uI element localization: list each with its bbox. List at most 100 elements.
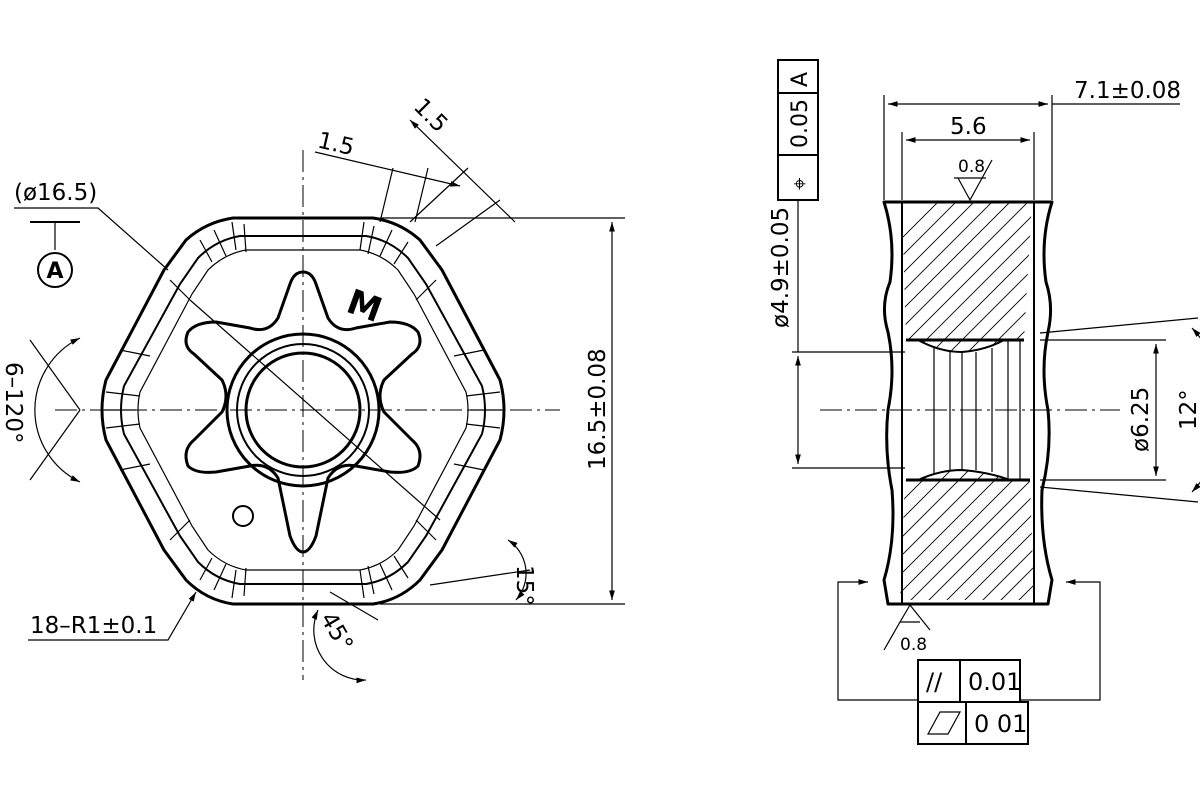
angle-label-120: 6–120° xyxy=(0,362,26,444)
hatch-bottom xyxy=(900,465,1200,605)
parallelism-value: 0.01 xyxy=(968,668,1021,696)
hatch-line xyxy=(923,202,1032,352)
hatch-top xyxy=(902,200,1200,360)
hatch-line xyxy=(977,202,1032,352)
angle-45-ext xyxy=(329,591,379,621)
dim-line-1-5-a xyxy=(314,151,461,187)
flatness-value: 0 01 xyxy=(974,710,1027,738)
diameter-label: (ø16.5) xyxy=(14,180,97,206)
hatch-line xyxy=(905,202,1032,352)
hatch-line xyxy=(900,470,1011,600)
hatch-line xyxy=(923,470,1034,600)
angle-ext-a xyxy=(29,339,81,411)
thickness-total-label: 7.1±0.08 xyxy=(1074,78,1181,104)
hatch-line xyxy=(1086,200,1200,360)
ext-line-4 xyxy=(435,199,501,247)
hatch-line xyxy=(900,470,993,600)
insert-inner-edge xyxy=(120,235,486,585)
thickness-inner-label: 5.6 xyxy=(950,114,987,140)
hatch-line xyxy=(902,202,1032,352)
hatch-line xyxy=(1158,465,1200,605)
ext-line-3 xyxy=(409,167,469,223)
hatch-line xyxy=(902,202,995,352)
section-outline xyxy=(882,200,1054,606)
hatch-line xyxy=(905,470,1034,600)
flatness-symbol xyxy=(926,711,962,735)
hatch-line xyxy=(902,202,941,352)
hatch-line xyxy=(900,470,939,600)
section-faces xyxy=(901,202,1035,604)
angle-arc-120 xyxy=(34,337,81,483)
roughness-top-symbol xyxy=(957,159,993,202)
position-value: 0.05 xyxy=(788,99,813,148)
hatch-line xyxy=(941,202,1032,352)
diagonal-center-line xyxy=(189,299,441,521)
radius-label: 18–R1±0.1 xyxy=(30,613,157,639)
ext-line-2 xyxy=(414,167,429,223)
hatch-line xyxy=(902,202,977,352)
hatch-line xyxy=(900,470,957,600)
hatch-line xyxy=(1050,200,1200,360)
hatch-line xyxy=(1140,465,1200,605)
hatch-line xyxy=(1140,200,1200,360)
hatch-line xyxy=(1068,200,1200,360)
corner-facets xyxy=(104,221,502,599)
flatness-frame xyxy=(917,701,1029,745)
angle-12-label: 12° xyxy=(1176,389,1200,430)
width-label-2: 1.5 xyxy=(408,94,452,138)
ext-line-1 xyxy=(379,167,394,223)
hatch-line xyxy=(1086,465,1200,605)
roughness-bottom-symbol xyxy=(899,603,931,631)
hatch-line xyxy=(1122,200,1200,360)
roughness-top-label: 0.8 xyxy=(958,157,985,177)
insert-outline xyxy=(100,216,506,606)
hatch-line xyxy=(1013,202,1032,352)
radius-leader xyxy=(28,591,197,641)
section-view: ⌖ 0.05 A ø4.9±0.05 7.1±0.08 5.6 0.8 0.8 xyxy=(768,59,1200,745)
angle-15-label: 15° xyxy=(511,565,537,606)
diameter-leader xyxy=(14,207,169,271)
bore-inner-circle xyxy=(244,351,362,469)
angle-ext-b xyxy=(29,409,81,481)
bore-outer-circle xyxy=(225,332,381,488)
hatch-line xyxy=(995,470,1034,600)
dim-line-1-5-b xyxy=(409,119,516,223)
height-label: 16.5±0.08 xyxy=(585,348,611,470)
hatch-line xyxy=(1068,465,1200,605)
datum-circle xyxy=(37,252,73,288)
counterbore-label: ø6.25 xyxy=(1128,387,1154,452)
orientation-dot xyxy=(232,505,254,527)
bore-diameter-label: ø4.9±0.05 xyxy=(768,207,794,328)
hatch-line xyxy=(1104,200,1200,360)
hatch-line xyxy=(1122,465,1200,605)
hatch-line xyxy=(1050,465,1190,605)
hatch-line xyxy=(902,202,1013,352)
position-datum: A xyxy=(788,72,813,87)
hatch-line xyxy=(900,470,975,600)
front-view: M (ø16.5) A 1.5 1.5 6–120° 16.5±0.08 15° xyxy=(0,94,625,684)
torx-star-recess xyxy=(184,270,422,554)
hatch-line xyxy=(959,202,1032,352)
roughness-bottom-label: 0.8 xyxy=(900,635,927,655)
hatch-line xyxy=(941,470,1034,600)
hatch-line xyxy=(1104,465,1200,605)
hatch-line xyxy=(977,470,1034,600)
angle-15-arc xyxy=(507,539,527,601)
hatch-line xyxy=(1031,202,1032,352)
bore-chamfer-circle xyxy=(236,343,370,477)
hatch-line xyxy=(959,470,1034,600)
parallelism-symbol: // xyxy=(926,668,943,696)
angle-45-arc xyxy=(311,609,367,684)
parallelism-leader-left xyxy=(837,579,918,701)
datum-letter: A xyxy=(46,259,63,284)
hatch-line xyxy=(902,202,959,352)
position-symbol: ⌖ xyxy=(788,178,813,190)
parallelism-leader-right xyxy=(1020,579,1101,701)
hatch-line xyxy=(1158,200,1200,360)
hatch-line xyxy=(995,202,1032,352)
hatch-line xyxy=(1031,470,1034,600)
angle-45-label: 45° xyxy=(315,608,358,656)
hatch-line xyxy=(902,202,1031,352)
hatch-line xyxy=(900,470,921,600)
